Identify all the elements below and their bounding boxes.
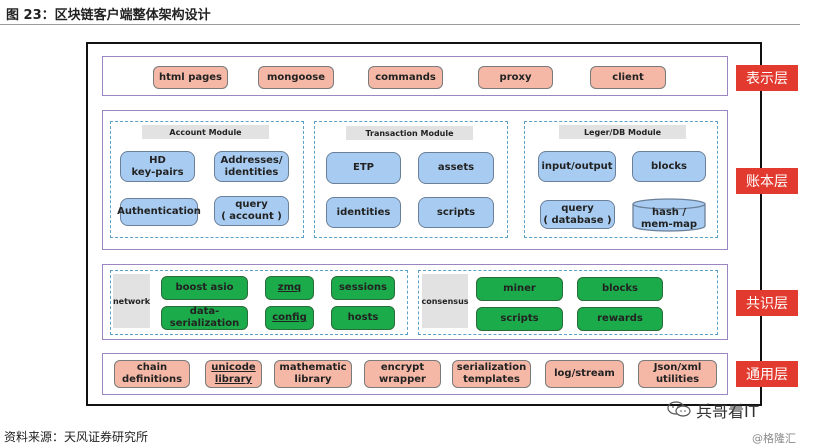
- transaction-item: scripts: [418, 197, 494, 228]
- figure-title: 图 23：区块链客户端整体架构设计: [6, 8, 211, 23]
- network-item: zmq: [265, 276, 314, 300]
- legerdb-item: input/output: [538, 151, 616, 182]
- presentation-item: proxy: [478, 66, 553, 89]
- account-item: Authentication: [117, 198, 201, 226]
- presentation-item: mongoose: [258, 66, 334, 89]
- common-item: unicode library: [205, 360, 262, 388]
- watermark-main: 兵哥看IT: [696, 402, 759, 421]
- consensus-item: blocks: [577, 277, 663, 301]
- network-item: data- serialization: [161, 306, 248, 330]
- network-item: boost asio: [161, 276, 248, 300]
- presentation-item: commands: [368, 66, 443, 89]
- legerdb-item: query ( database ): [540, 200, 615, 229]
- common-item: encrypt wrapper: [364, 360, 441, 388]
- legerdb-item: blocks: [632, 151, 706, 182]
- figure-source: 资料来源：天风证券研究所: [4, 430, 149, 444]
- consensus-item: rewards: [577, 307, 663, 331]
- transaction-module-title: Transaction Module: [346, 126, 473, 140]
- network-item: config: [265, 306, 314, 330]
- common-layer-label: 通用层: [736, 361, 798, 387]
- common-item: chain definitions: [114, 360, 190, 388]
- transaction-module-box: [314, 121, 508, 238]
- presentation-layer-box: [102, 56, 728, 96]
- ledger-layer-label: 账本层: [736, 168, 798, 194]
- account-module-box: [110, 121, 304, 238]
- consensus-layer-label: 共识层: [736, 290, 798, 316]
- common-item: mathematic library: [274, 360, 352, 388]
- watermark-sub: @格隆汇: [752, 432, 796, 445]
- network-item: sessions: [331, 276, 395, 300]
- common-layer-box: [102, 353, 728, 395]
- network-group-box: [110, 270, 408, 335]
- consensus-layer-box: [102, 264, 728, 340]
- consensus-item: miner: [476, 277, 563, 301]
- consensus-item: scripts: [476, 307, 563, 331]
- ledger-layer-box: [102, 110, 728, 250]
- legerdb-item: hash / mem-map: [640, 207, 698, 230]
- hash-mem-map-cylinder: [632, 198, 706, 232]
- account-item: query ( account ): [214, 196, 289, 226]
- wechat-icon: [667, 401, 691, 417]
- legerdb-module-box: [524, 121, 718, 238]
- account-module-title: Account Module: [142, 125, 269, 139]
- presentation-layer-label: 表示层: [736, 65, 798, 91]
- presentation-item: html pages: [153, 66, 228, 89]
- consensus-group-title: consensus: [421, 274, 469, 328]
- account-item: HD key-pairs: [120, 151, 195, 182]
- transaction-item: assets: [418, 152, 494, 184]
- transaction-item: ETP: [326, 152, 401, 184]
- network-group-title: network: [113, 274, 150, 328]
- network-item: hosts: [331, 306, 395, 330]
- title-divider: [0, 24, 800, 25]
- common-item: serialization templates: [452, 360, 531, 388]
- presentation-item: client: [590, 66, 666, 89]
- consensus-group-box: [418, 270, 718, 335]
- common-item: log/stream: [545, 360, 624, 388]
- transaction-item: identities: [326, 197, 401, 228]
- architecture-frame: [86, 42, 762, 406]
- legerdb-module-title: Leger/DB Module: [559, 125, 686, 139]
- common-item: Json/xml utilities: [638, 360, 717, 388]
- account-item: Addresses/ identities: [214, 151, 289, 182]
